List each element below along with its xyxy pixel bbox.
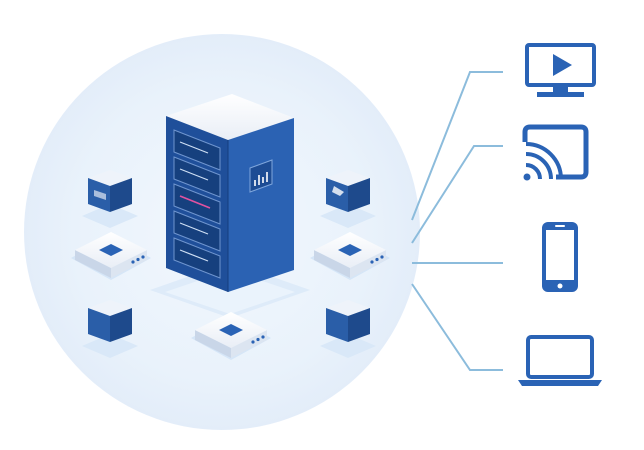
cube-icon: [320, 170, 376, 228]
drive-bays: [173, 129, 221, 279]
router-icon: [71, 232, 151, 280]
cube-icon: [82, 300, 138, 358]
cube-icon: [320, 300, 376, 358]
connector-lines: [411, 71, 503, 371]
connector-cast: [411, 145, 503, 244]
cast-screen-icon: [522, 124, 589, 181]
laptop-icon: [518, 335, 602, 386]
smartphone-icon: [542, 222, 578, 292]
router-icon: [191, 312, 271, 360]
connector-tv: [411, 71, 503, 221]
connector-laptop: [411, 283, 503, 371]
tv-play-icon: [525, 43, 596, 97]
server-rack-icon: [166, 94, 294, 292]
cube-icon: [82, 170, 138, 228]
router-icon: [310, 232, 390, 280]
